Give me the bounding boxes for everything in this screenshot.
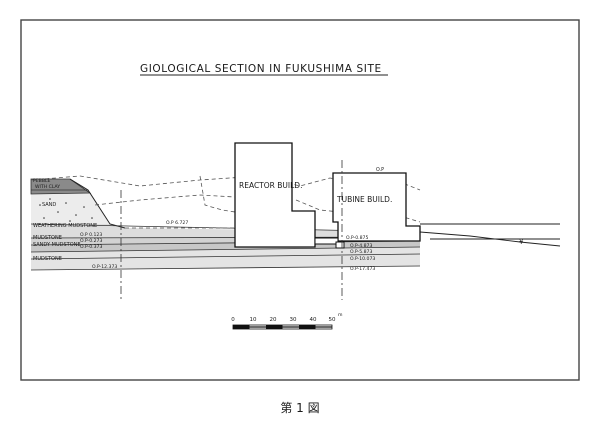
reactor-building-label: REACTOR BUILD. (239, 181, 302, 190)
scale-tick-30: 30 (290, 317, 297, 323)
mudstone-label: MUDSTONE (33, 235, 62, 241)
scale-tick-10: 10 (250, 317, 257, 323)
level-op-4873: O.P-4.873 (350, 243, 372, 249)
scale-tick-50: 50 (329, 317, 336, 323)
dashed-contour-2 (199, 175, 236, 213)
dashed-contour-1 (94, 194, 236, 206)
sand-band (31, 190, 110, 224)
level-op-10073: O.P-10.073 (350, 256, 375, 262)
level-op-6727: O.P 6.727 (166, 220, 188, 226)
sand-label: SAND (42, 202, 56, 208)
scale-tick-0: 0 (231, 317, 235, 323)
level-op-0875: O.P-0.875 (346, 235, 368, 241)
turbine-building-label: TUBINE BUILD. (336, 195, 392, 204)
scale-unit: m (338, 313, 343, 318)
turbine-building (332, 172, 421, 242)
level-op-5873: O.P-5.873 (350, 249, 372, 255)
scale-bar: 0 10 20 30 40 50 m (231, 313, 343, 330)
level-op-top: O.P (376, 167, 384, 173)
diagram-title: GIOLOGICAL SECTION IN FUKUSHIMA SITE (140, 63, 382, 75)
mudstone-lower-band (31, 247, 420, 270)
scale-tick-20: 20 (270, 317, 277, 323)
sandy-mudstone-label: SANDY MUDSTONE (33, 242, 81, 248)
clay-label: WITH CLAY (35, 184, 60, 190)
mudstone-lower-label: MUDSTONE (33, 256, 62, 262)
weathering-mudstone-band (31, 224, 420, 238)
level-op-0123: O.P 0.123 (80, 232, 102, 238)
sea-level-symbol: ¥ (519, 238, 524, 246)
sea-ground-lines (419, 223, 561, 247)
pebble-label: PEBBLE (33, 178, 51, 184)
level-op-12373: O.P-12.373 (92, 264, 117, 270)
drawing-frame (20, 19, 580, 381)
figure-caption: 第 1 図 (280, 401, 319, 415)
sand-dots (39, 198, 93, 222)
level-op-0273: O.P-0.273 (80, 238, 102, 244)
intake-box (335, 241, 345, 249)
weathering-mudstone-label: WEATHERING MUDSTONE (33, 223, 97, 229)
reactor-building (234, 142, 316, 248)
level-op-0373: O.P-0.373 (80, 244, 102, 250)
level-op-17473: O.P-17.473 (350, 266, 375, 272)
building-connector (314, 237, 339, 245)
scale-tick-40: 40 (310, 317, 317, 323)
